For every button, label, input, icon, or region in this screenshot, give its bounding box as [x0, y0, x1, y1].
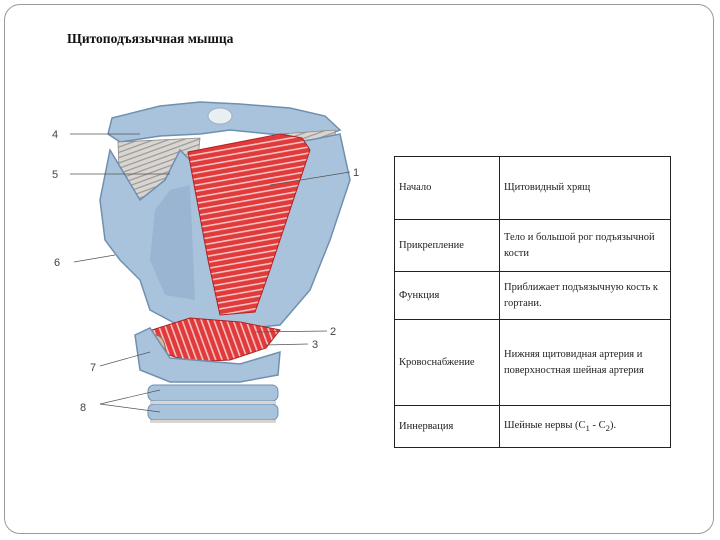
row-value: Шейные нервы (C1 - C2). — [500, 406, 671, 448]
muscle-info-table: Начало Щитовидный хрящ Прикрепление Тело… — [394, 156, 671, 448]
table-row: Прикрепление Тело и большой рог подъязыч… — [395, 220, 671, 272]
row-label: Функция — [395, 272, 500, 320]
table-row: Иннервация Шейные нервы (C1 - C2). — [395, 406, 671, 448]
value-suffix: ). — [610, 420, 616, 431]
row-value: Нижняя щитовидная артерия и поверхностна… — [500, 320, 671, 406]
callout-3: 3 — [312, 339, 318, 351]
callout-8: 8 — [80, 402, 86, 414]
callout-4: 4 — [52, 129, 58, 141]
tracheal-ring — [148, 404, 278, 420]
table-row: Кровоснабжение Нижняя щитовидная артерия… — [395, 320, 671, 406]
tracheal-ring — [148, 385, 278, 401]
row-label: Прикрепление — [395, 220, 500, 272]
row-label: Кровоснабжение — [395, 320, 500, 406]
value-prefix: Шейные нервы (C — [504, 420, 586, 431]
callout-1: 1 — [353, 167, 359, 179]
callout-7: 7 — [90, 362, 96, 374]
value-mid: - C — [590, 420, 606, 431]
row-value: Приближает подъязычную кость к гортани. — [500, 272, 671, 320]
table-row: Функция Приближает подъязычную кость к г… — [395, 272, 671, 320]
larynx-illustration: 4 5 1 6 2 3 7 8 — [40, 90, 380, 435]
row-value: Тело и большой рог подъязычной кости — [500, 220, 671, 272]
callout-2: 2 — [330, 326, 336, 338]
callout-6: 6 — [54, 257, 60, 269]
row-label: Начало — [395, 157, 500, 220]
row-label: Иннервация — [395, 406, 500, 448]
callout-5: 5 — [52, 169, 58, 181]
table-row: Начало Щитовидный хрящ — [395, 157, 671, 220]
row-value: Щитовидный хрящ — [500, 157, 671, 220]
slide-title: Щитоподъязычная мышца — [67, 31, 233, 47]
